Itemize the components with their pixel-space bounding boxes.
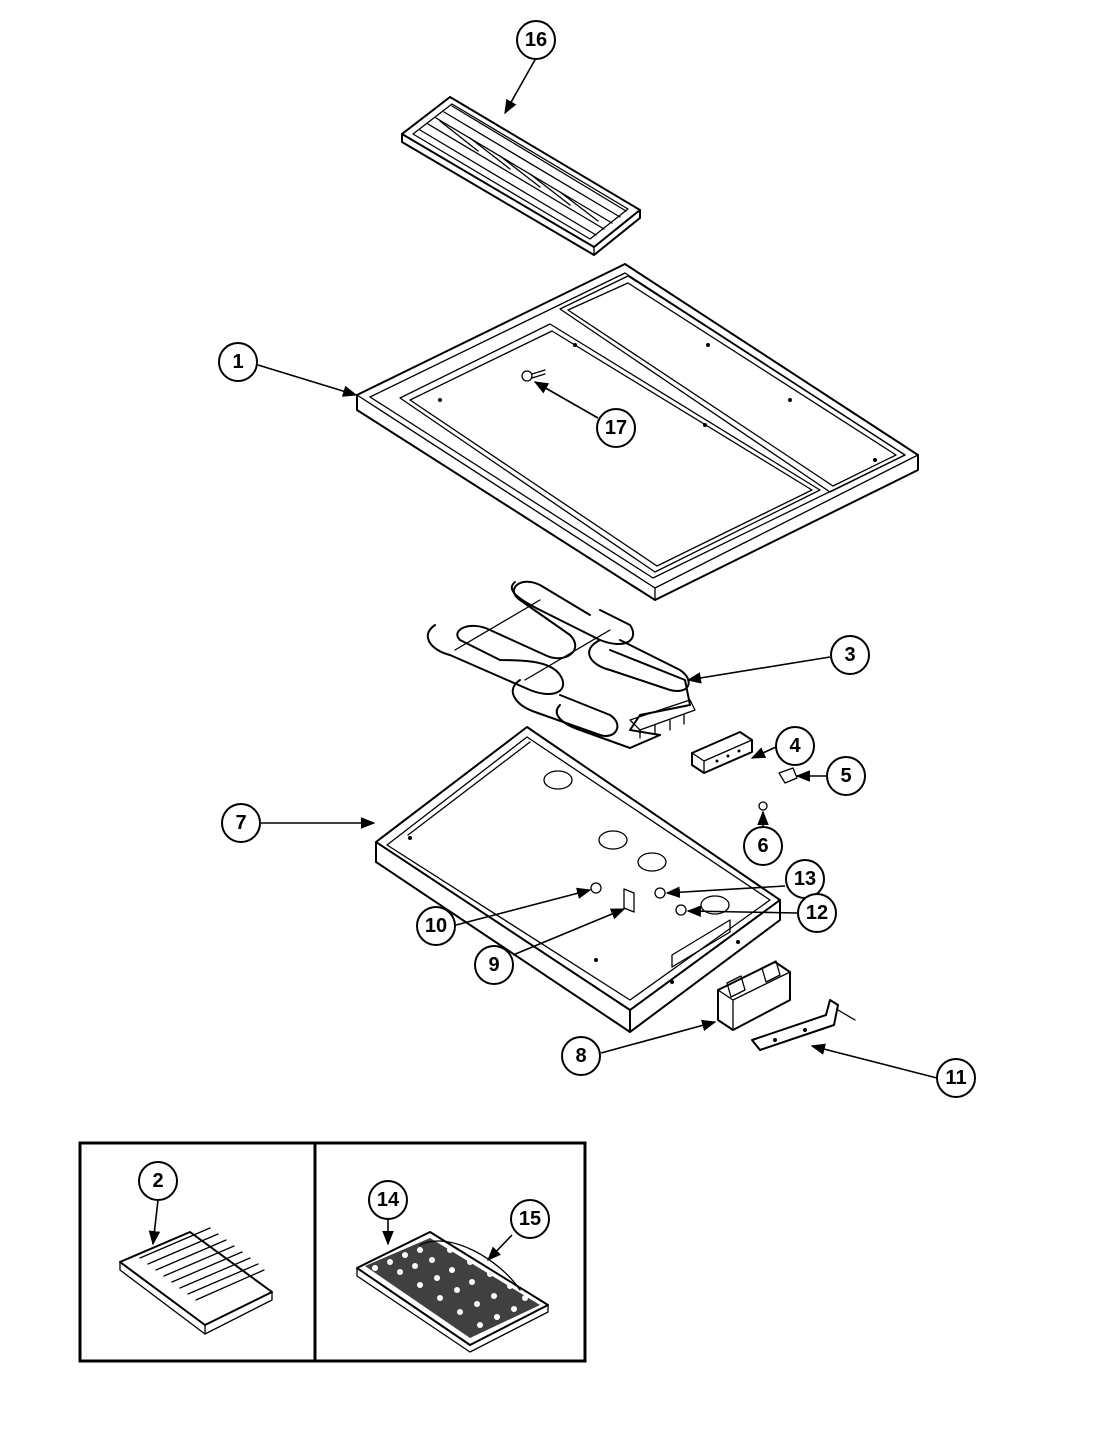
callout-6: 6: [743, 826, 783, 866]
callout-15: 15: [510, 1199, 550, 1239]
clip-part: [778, 767, 798, 784]
callout-12: 12: [797, 893, 837, 933]
callout-4: 4: [775, 726, 815, 766]
callout-5: 5: [826, 756, 866, 796]
svg-text:14: 14: [377, 1189, 400, 1211]
callout-2: 2: [138, 1161, 178, 1201]
svg-text:11: 11: [945, 1067, 966, 1089]
svg-text:2: 2: [152, 1170, 163, 1192]
callout-1: 1: [218, 342, 258, 382]
cooktop-frame-part: [356, 263, 919, 601]
rock-grate-part: [356, 1231, 549, 1353]
leader-lines: [148, 57, 938, 1262]
svg-text:16: 16: [525, 29, 547, 51]
switch-box-part: [717, 960, 791, 1031]
svg-text:5: 5: [840, 765, 851, 787]
griddle-part: [119, 1227, 273, 1335]
callout-3: 3: [830, 635, 870, 675]
svg-text:1: 1: [232, 351, 243, 373]
callout-13: 13: [785, 859, 825, 899]
callout-14: 14: [368, 1180, 408, 1220]
bracket-part: [751, 999, 856, 1051]
callout-10: 10: [416, 906, 456, 946]
svg-text:3: 3: [844, 644, 855, 666]
inset-panel: [78, 1141, 587, 1363]
svg-text:17: 17: [605, 417, 627, 439]
terminal-block-part: [691, 731, 753, 774]
callout-9: 9: [474, 945, 514, 985]
svg-text:9: 9: [488, 954, 499, 976]
svg-text:4: 4: [789, 735, 801, 757]
svg-text:6: 6: [757, 835, 768, 857]
svg-text:12: 12: [806, 902, 828, 924]
svg-text:7: 7: [235, 812, 246, 834]
svg-text:10: 10: [425, 915, 447, 937]
svg-text:8: 8: [575, 1045, 586, 1067]
drip-pan-part: [375, 726, 781, 1033]
nut-part: [758, 801, 768, 811]
callout-7: 7: [221, 803, 261, 843]
svg-text:15: 15: [519, 1208, 541, 1230]
callout-11: 11: [936, 1058, 976, 1098]
svg-text:13: 13: [794, 868, 816, 890]
grill-grate-part: [401, 96, 641, 256]
callout-17: 17: [596, 408, 636, 448]
callout-8: 8: [561, 1036, 601, 1076]
callout-16: 16: [516, 20, 556, 60]
heating-element-part: [426, 580, 696, 749]
screw-part: [521, 369, 546, 382]
